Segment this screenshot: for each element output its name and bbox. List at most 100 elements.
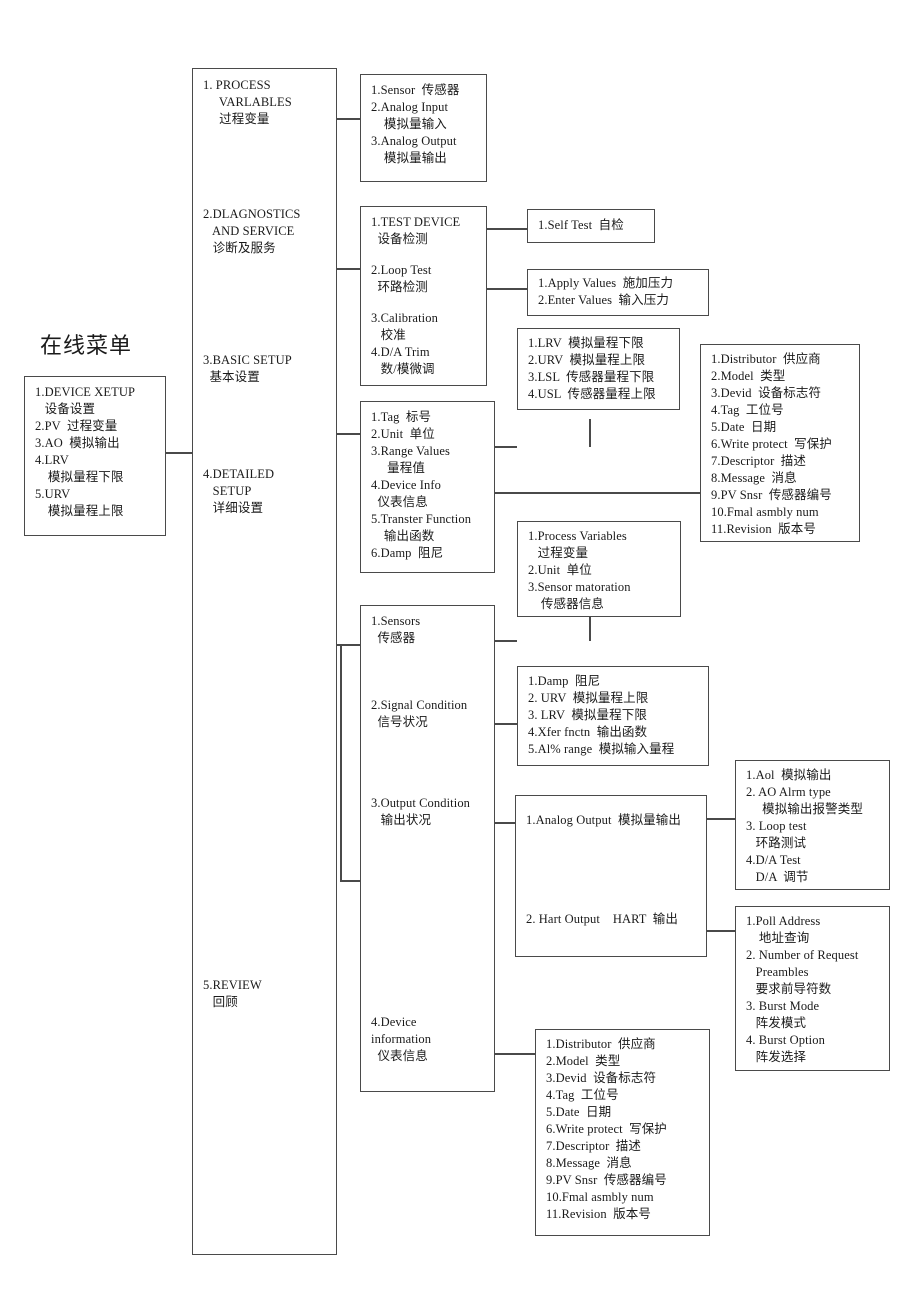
connector-detailed-setup [330,644,362,646]
detailed-sensors-l1: 1.Sensors [371,614,421,628]
process-variables-submenu[interactable]: 1.Sensor 传感器 2.Analog Input 模拟量输入 3.Anal… [360,74,487,182]
root-line-5: 4.LRV [35,453,69,467]
basic-sub-line-2: 2.Unit 单位 [371,427,435,441]
hart-output-line-9: 阵发选择 [746,1050,807,1064]
diagnostics-submenu[interactable]: 1.TEST DEVICE 设备检测 2.Loop Test 环路检测 3.Ca… [360,206,487,386]
loop-values-line-1: 1.Apply Values 施加压力 [538,276,674,290]
device-info-line-2: 2.Model 类型 [711,369,786,383]
signal-cond-line-4: 4.Xfer fnctn 输出函数 [528,725,648,739]
device-info-line-10: 10.Fmal asmbly num [711,505,819,519]
connector-basic-setup [330,433,362,435]
sensors-detail-box[interactable]: 1.Process Variables 过程变量 2.Unit 单位 3.Sen… [517,521,681,617]
device-information-detail-box[interactable]: 1.Distributor 供应商 2.Model 类型 3.Devid 设备标… [535,1029,710,1236]
diag-test-device-l1: 1.TEST DEVICE [371,215,461,229]
analog-output-detail-box[interactable]: 1.Aol 模拟输出 2. AO Alrm type 模拟输出报警类型 3. L… [735,760,890,890]
hart-output-line-6: 3. Burst Mode [746,999,820,1013]
signal-cond-line-3: 3. LRV 模拟量程下限 [528,708,647,722]
detailed-signal-condition-l2: 信号状况 [371,715,428,729]
root-line-7: 5.URV [35,487,71,501]
device-info-line-4: 4.Tag 工位号 [711,403,784,417]
loop-test-values-box[interactable]: 1.Apply Values 施加压力 2.Enter Values 输入压力 [527,269,709,316]
hart-output-line-8: 4. Burst Option [746,1033,825,1047]
root-menu-box[interactable]: 1.DEVICE XETUP 设备设置 2.PV 过程变量 3.AO 模拟输出 … [24,376,166,536]
hart-output-line-2: 地址查询 [746,931,810,945]
connector-process-variables [330,118,362,120]
device-information-line-6: 6.Write protect 写保护 [546,1122,667,1136]
level1-item-process-variables-l2: VARLABLES [203,95,292,109]
analog-output-line-6: 4.D/A Test [746,853,801,867]
diag-loop-test-l1: 2.Loop Test [371,263,432,277]
basic-sub-line-6: 仪表信息 [371,495,428,509]
level1-item-diagnostics-l3: 诊断及服务 [203,241,276,255]
detailed-output-condition-l2: 输出状况 [371,813,432,827]
connector-diagnostics [330,268,362,270]
level1-item-basic-setup-l2: 基本设置 [203,370,260,384]
root-line-8: 模拟量程上限 [35,504,124,518]
connector-root-to-level1 [166,452,202,454]
connector-detailed-setup-vertical [340,644,342,882]
output-condition-detail-box[interactable]: 1.Analog Output 模拟量输出 2. Hart Output HAR… [515,795,707,957]
range-values-box[interactable]: 1.LRV 模拟量程下限 2.URV 模拟量程上限 3.LSL 传感器量程下限 … [517,328,680,410]
signal-cond-line-2: 2. URV 模拟量程上限 [528,691,649,705]
level1-item-basic-setup-l1: 3.BASIC SETUP [203,353,292,367]
connector-device-info [495,492,700,494]
level1-item-detailed-setup-l1: 4.DETAILED [203,467,275,481]
device-information-line-4: 4.Tag 工位号 [546,1088,619,1102]
level1-item-review-l2: 回顾 [203,995,238,1009]
range-values-line-4: 4.USL 传感器量程上限 [528,387,656,401]
level1-item-detailed-setup-l3: 详细设置 [203,501,264,515]
level1-menu-box[interactable]: 1. PROCESS VARLABLES 过程变量 2.DLAGNOSTICS … [192,68,337,1255]
device-information-line-9: 9.PV Snsr 传感器编号 [546,1173,667,1187]
connector-loop-test [485,288,527,290]
analog-output-line-5: 环路测试 [746,836,807,850]
basic-sub-line-1: 1.Tag 标号 [371,410,432,424]
detailed-device-information-l2: information [371,1032,432,1046]
device-info-line-6: 6.Write protect 写保护 [711,437,832,451]
level1-item-review-l1: 5.REVIEW [203,978,262,992]
device-info-line-11: 11.Revision 版本号 [711,522,816,536]
output-cond-analog-output: 1.Analog Output 模拟量输出 [526,813,681,827]
hart-output-detail-box[interactable]: 1.Poll Address 地址查询 2. Number of Request… [735,906,890,1071]
level1-item-detailed-setup-l2: SETUP [203,484,252,498]
range-values-line-2: 2.URV 模拟量程上限 [528,353,646,367]
basic-sub-line-7: 5.Transter Function [371,512,472,526]
analog-output-line-7: D/A 调节 [746,870,809,884]
output-cond-hart-output: 2. Hart Output HART 输出 [526,912,678,926]
detailed-device-information-l3: 仪表信息 [371,1049,428,1063]
connector-test-device [485,228,527,230]
basic-setup-submenu[interactable]: 1.Tag 标号 2.Unit 单位 3.Range Values 量程值 4.… [360,401,495,573]
signal-condition-detail-box[interactable]: 1.Damp 阻尼 2. URV 模拟量程上限 3. LRV 模拟量程下限 4.… [517,666,709,766]
detailed-device-information-l1: 4.Device [371,1015,417,1029]
device-info-line-3: 3.Devid 设备标志符 [711,386,822,400]
detailed-output-condition-l1: 3.Output Condition [371,796,471,810]
self-test-box[interactable]: 1.Self Test 自检 [527,209,655,243]
diag-da-trim-l1: 4.D/A Trim [371,345,430,359]
hart-output-line-5: 要求前导符数 [746,982,832,996]
pv-sub-line-2: 2.Analog Input [371,100,449,114]
sensors-detail-line-4: 3.Sensor matoration [528,580,631,594]
analog-output-line-1: 1.Aol 模拟输出 [746,768,832,782]
root-line-6: 模拟量程下限 [35,470,124,484]
device-information-line-8: 8.Message 消息 [546,1156,632,1170]
root-line-2: 设备设置 [35,402,96,416]
root-line-4: 3.AO 模拟输出 [35,436,120,450]
connector-sensors [495,640,517,642]
sensors-detail-line-5: 传感器信息 [528,597,604,611]
connector-sensors-vertical [589,613,591,641]
diag-da-trim-l2: 数/模微调 [371,362,435,376]
basic-sub-line-5: 4.Device Info [371,478,442,492]
device-info-line-8: 8.Message 消息 [711,471,797,485]
detailed-setup-submenu[interactable]: 1.Sensors 传感器 2.Signal Condition 信号状况 3.… [360,605,495,1092]
device-info-box[interactable]: 1.Distributor 供应商 2.Model 类型 3.Devid 设备标… [700,344,860,542]
connector-detailed-setup-lower [340,880,362,882]
basic-sub-line-8: 输出函数 [371,529,435,543]
pv-sub-line-3: 模拟量输入 [371,117,447,131]
detailed-sensors-l2: 传感器 [371,631,416,645]
range-values-line-1: 1.LRV 模拟量程下限 [528,336,644,350]
loop-values-line-2: 2.Enter Values 输入压力 [538,293,669,307]
connector-signal-condition [495,723,517,725]
device-info-line-1: 1.Distributor 供应商 [711,352,821,366]
hart-output-line-4: Preambles [746,965,809,979]
device-info-line-7: 7.Descriptor 描述 [711,454,806,468]
